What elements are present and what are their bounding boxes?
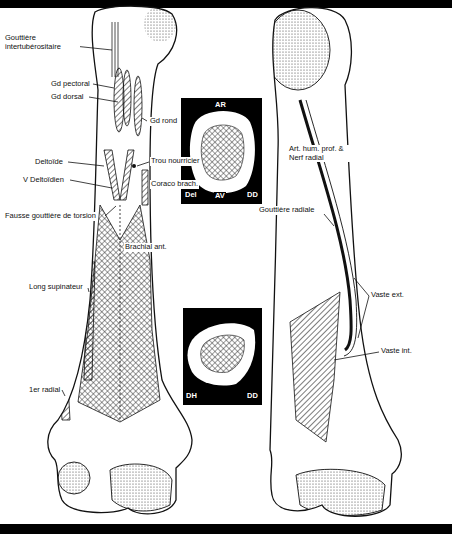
muscle-label: Vaste int.: [380, 347, 413, 356]
vessel-label: Art. hum. prof. & Nerf radial: [288, 145, 354, 162]
muscle-label: Deltoïde: [34, 158, 64, 167]
muscle-label: Long supinateur: [28, 283, 84, 292]
section-label: AR: [214, 101, 227, 110]
muscle-label: Gd dorsal: [50, 93, 85, 102]
muscle-label: Gd rond: [149, 117, 178, 126]
tuberosity-label: V Deltoïdien: [22, 176, 65, 185]
muscle-label: Brachial ant.: [124, 243, 168, 252]
muscle-label: 1er radial: [28, 386, 61, 395]
muscle-label: Coraco brach.: [150, 180, 199, 189]
groove-label: Fausse gouttière de torsion: [4, 212, 97, 221]
section-label: AV: [214, 192, 226, 201]
groove-label: Gouttière radiale: [258, 206, 315, 215]
foramen-label: Trou nourricier: [150, 157, 201, 166]
muscle-label: Vaste ext.: [370, 291, 405, 300]
section-label: Del: [184, 191, 198, 200]
groove-label: Gouttière intertubérositaire: [4, 34, 80, 51]
section-label: DH: [185, 392, 198, 401]
section-label: DD: [246, 392, 259, 401]
muscle-label: Gd pectoral: [50, 80, 91, 89]
section-label: DD: [246, 191, 259, 200]
